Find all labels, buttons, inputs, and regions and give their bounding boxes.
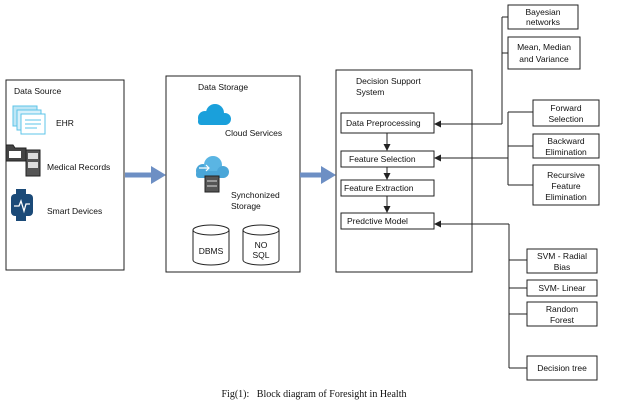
bayesian-label-1: Bayesian	[526, 7, 561, 17]
svm-radial-box	[526, 248, 598, 274]
dbms-label: DBMS	[199, 246, 224, 256]
recursive-feature-elimination-box	[532, 164, 600, 206]
random-forest-label-1: Random	[546, 304, 578, 314]
svm-linear-box	[526, 279, 598, 297]
decision-tree-label: Decision tree	[537, 363, 587, 373]
forward-selection-box	[532, 99, 600, 127]
bayesian-label-2: networks	[526, 17, 560, 27]
backward-elimination-box	[532, 133, 600, 159]
random-forest-box	[526, 301, 598, 327]
feature-selection-label: Feature Selection	[349, 154, 416, 164]
nosql-label-1: NO	[255, 240, 268, 250]
forward-label-2: Selection	[549, 114, 584, 124]
data-storage-title: Data Storage	[198, 82, 248, 92]
data-source-title: Data Source	[14, 86, 62, 96]
mean-median-variance-box	[507, 36, 581, 70]
synchronized-storage-label-1: Synchonized	[231, 190, 280, 200]
random-forest-label-2: Forest	[550, 315, 575, 325]
ehr-document-icon	[12, 105, 46, 135]
mean-median-label-1: Mean, Median	[517, 42, 571, 52]
recursive-label-3: Elimination	[545, 192, 587, 202]
data-storage-panel	[165, 75, 301, 273]
medical-records-folder-icon	[5, 144, 41, 177]
nosql-label-2: SQL	[252, 250, 269, 260]
nosql-database-icon	[242, 224, 280, 266]
decision-tree-box	[526, 355, 598, 381]
backward-label-2: Elimination	[545, 147, 587, 157]
smart-device-icon	[11, 189, 33, 221]
dbms-database-icon	[192, 224, 230, 266]
recursive-label-2: Feature	[551, 181, 581, 191]
dss-title-1: Decision Support	[356, 76, 421, 86]
cloud-services-label: Cloud Services	[225, 128, 282, 138]
dss-title-2: System	[356, 87, 384, 97]
flow-arrow-storage-to-dss	[300, 166, 336, 184]
cloud-icon	[198, 104, 231, 125]
medical-records-label: Medical Records	[47, 162, 110, 172]
forward-label-1: Forward	[550, 103, 581, 113]
smart-devices-label: Smart Devices	[47, 206, 102, 216]
recursive-label-1: Recursive	[547, 170, 585, 180]
predictive-model-label: Predctive Model	[347, 216, 408, 226]
mean-median-label-2: and Variance	[519, 54, 569, 64]
synchronized-storage-label-2: Storage	[231, 201, 261, 211]
figure-caption: Fig(1): Block diagram of Foresight in He…	[222, 389, 407, 400]
svm-radial-label-2: Bias	[554, 262, 571, 272]
backward-label-1: Backward	[547, 136, 585, 146]
ehr-label: EHR	[56, 118, 74, 128]
svm-linear-label: SVM- Linear	[538, 283, 585, 293]
flow-arrow-source-to-storage	[125, 166, 166, 184]
decision-support-panel	[335, 69, 473, 273]
sync-cloud-icon	[196, 156, 229, 193]
bayesian-networks-box	[507, 4, 579, 30]
svm-radial-label-1: SVM - Radial	[537, 251, 587, 261]
data-preprocessing-label: Data Preprocessing	[346, 118, 421, 128]
feature-extraction-label: Feature Extraction	[344, 183, 414, 193]
